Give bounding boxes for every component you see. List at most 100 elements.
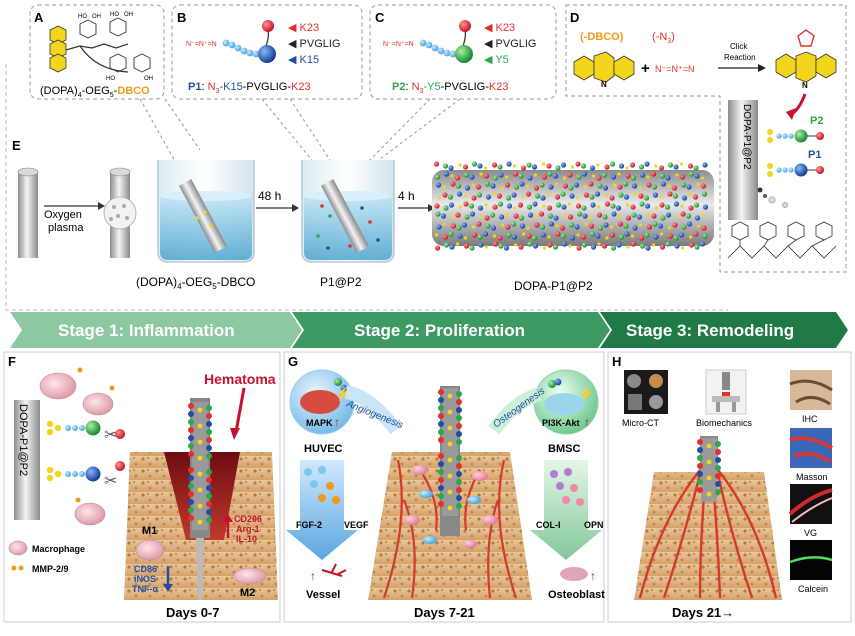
click-reaction-label: Click [730, 42, 748, 51]
brush-bead [497, 201, 504, 207]
brush-bead [633, 192, 638, 196]
brush-bead [583, 192, 590, 198]
panel-d: D (-DBCO) (-N3) N + N⁻=N⁺=N Click Reacti… [565, 4, 847, 273]
brush-bead [521, 232, 526, 236]
hydroxyl-label: OH [124, 12, 133, 18]
brush-bead [631, 212, 637, 218]
svg-text:IL-10: IL-10 [236, 534, 257, 544]
brush-bead [503, 245, 510, 251]
svg-text:iNOS: iNOS [134, 574, 156, 584]
brush-bead [638, 164, 645, 170]
time-48h: 48 h [258, 189, 281, 203]
step-arrow-head [98, 202, 105, 210]
brush-bead [609, 232, 616, 238]
brush-bead [525, 191, 532, 197]
stage-1-label: Stage 1: Inflammation [58, 321, 235, 340]
brush-bead [500, 223, 505, 227]
brush-bead [632, 225, 638, 231]
brush-bead [654, 164, 658, 168]
brush-bead [686, 221, 693, 227]
k23-sphere [262, 20, 274, 32]
brush-bead [462, 164, 469, 170]
peptide-chain [222, 39, 260, 58]
brush-bead [651, 213, 657, 219]
brush-bead [464, 185, 471, 191]
brush-bead [555, 231, 561, 237]
brush-bead [639, 243, 646, 249]
brush-bead [651, 184, 658, 190]
brush-bead [521, 195, 525, 199]
brush-bead [580, 163, 587, 169]
brush-bead [646, 175, 650, 179]
brush-bead [541, 162, 546, 166]
brush-bead [512, 171, 519, 177]
brush-bead [518, 173, 524, 179]
brush-bead [576, 174, 582, 180]
panel-e-frame [5, 64, 728, 311]
brush-bead [552, 173, 559, 179]
brush-bead [548, 184, 554, 190]
brush-bead [526, 233, 532, 239]
brush-bead [555, 202, 562, 208]
brush-bead [511, 234, 518, 240]
k15-sphere [258, 45, 276, 63]
brush-bead [469, 245, 475, 251]
brush-bead [615, 205, 622, 211]
brush-bead [443, 205, 449, 211]
brush-bead [471, 225, 476, 229]
panel-a-caption: (DOPA)4-OEG5-DBCO [40, 85, 150, 99]
plus-sign: + [641, 60, 650, 77]
brush-bead [527, 175, 533, 181]
brush-bead [630, 175, 637, 181]
brush-bead [673, 164, 679, 170]
svg-text:CD206: CD206 [234, 514, 262, 524]
hydroxyl-label: OH [92, 14, 101, 20]
brush-bead [617, 221, 624, 227]
brush-bead [673, 235, 679, 241]
brush-bead [442, 192, 448, 198]
brush-bead [588, 181, 594, 187]
brush-bead [659, 202, 665, 208]
panel-f-side-label: DOPA-P1@P2 [17, 404, 29, 476]
brush-bead [448, 202, 455, 208]
brush-bead [475, 184, 482, 190]
svg-text:Arg-1: Arg-1 [236, 524, 260, 534]
panel-d-side-label: DOPA-P1@P2 [741, 104, 752, 170]
brush-bead [532, 201, 538, 207]
peptide-chain [419, 39, 457, 58]
brush-bead [685, 213, 692, 219]
brush-bead [455, 212, 461, 218]
beaker-dopa [157, 160, 255, 263]
brush-bead [519, 223, 526, 229]
brush-bead [559, 225, 566, 231]
vg-label: VG [804, 528, 817, 538]
catechol-ring-icon [79, 19, 97, 39]
panel-a: A HO OH HO OH HO OH (DOPA)4-OEG5-DBCO [29, 4, 165, 100]
brush-bead [576, 233, 580, 237]
bone-tissue [634, 472, 782, 600]
brush-bead [448, 231, 454, 237]
brush-bead [674, 243, 680, 249]
brush-bead [450, 216, 455, 220]
brush-bead [464, 214, 470, 220]
k23-label: ◀ K23 [288, 22, 319, 34]
brush-bead [525, 184, 530, 188]
brush-bead [443, 242, 450, 248]
brush-bead [463, 236, 468, 240]
brush-bead [665, 212, 672, 218]
brush-bead [575, 196, 580, 200]
masson-image [789, 428, 834, 468]
brush-bead [526, 204, 533, 210]
mapk-label: MAPK [306, 418, 333, 428]
brush-bead [533, 173, 538, 177]
k23-sphere [459, 20, 471, 32]
brush-bead [639, 201, 645, 207]
osteoblast-label: Osteoblast [548, 589, 605, 601]
brush-bead [667, 191, 673, 197]
y5-sphere [455, 45, 473, 63]
p2-graft [46, 420, 125, 439]
catechol-ring-icon [109, 17, 127, 37]
brush-bead [699, 241, 706, 247]
brush-bead [652, 192, 659, 198]
vg-image [788, 484, 833, 524]
